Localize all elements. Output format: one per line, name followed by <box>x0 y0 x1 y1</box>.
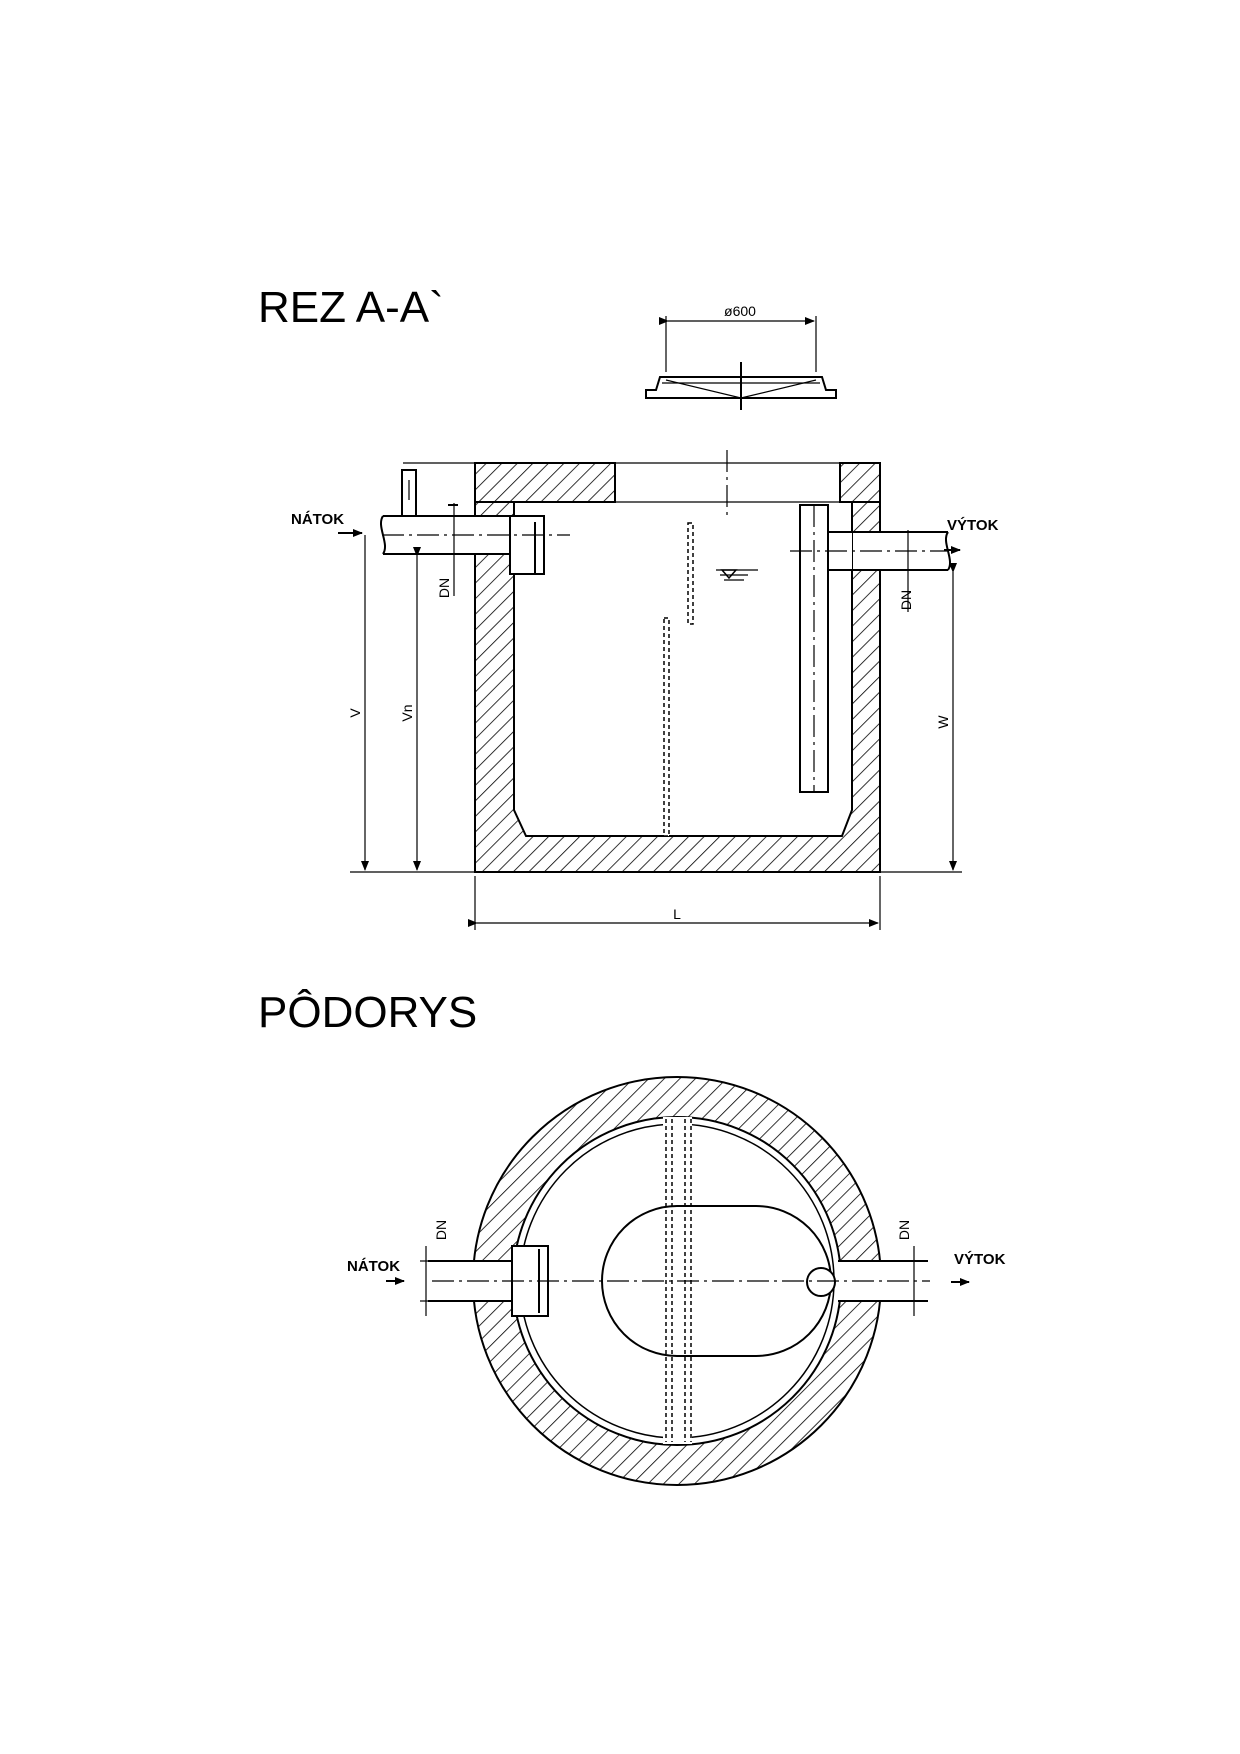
plan-outlet-label: VÝTOK <box>954 1250 1006 1268</box>
dimension-v: V <box>347 535 475 873</box>
outlet-pipe <box>799 504 951 793</box>
baffles <box>663 522 694 837</box>
top-slab-right <box>839 462 881 503</box>
plan-title: PÔDORYS <box>258 987 477 1037</box>
plan-dimension-inlet-dn: DN <box>420 1220 449 1316</box>
dim-l-label: L <box>673 906 681 922</box>
dimension-l: L <box>468 876 881 930</box>
plan-inlet-dn-label: DN <box>433 1220 449 1240</box>
top-slab-left <box>474 462 616 503</box>
section-inlet-label: NÁTOK <box>291 511 344 528</box>
dimension-w: W <box>880 563 962 873</box>
dim-vn-label: Vn <box>399 704 415 721</box>
plan-manhole-opening <box>601 1205 832 1357</box>
dim-w-label: W <box>935 715 951 729</box>
dim-outlet-dn-label: DN <box>898 590 914 610</box>
cover-diameter-dimension: ø600 <box>659 303 817 372</box>
dim-inlet-dn-label: DN <box>436 578 452 598</box>
manhole-cover <box>645 362 837 410</box>
dimension-vn: Vn <box>399 547 421 871</box>
section-outlet-label: VÝTOK <box>947 516 999 534</box>
dim-v-label: V <box>347 708 363 718</box>
plan-inlet-label: NÁTOK <box>347 1258 400 1275</box>
section-title: REZ A-A` <box>258 283 444 332</box>
dimension-inlet-dn: DN <box>436 503 455 598</box>
dimension-outlet-dn: DN <box>898 530 914 612</box>
plan-outlet-dn-label: DN <box>896 1220 912 1240</box>
cover-diameter-label: ø600 <box>724 303 756 319</box>
plan-dimension-outlet-dn: DN <box>896 1220 920 1316</box>
tank-walls <box>474 462 881 873</box>
inlet-tee <box>509 515 545 575</box>
water-level-symbol <box>716 569 758 581</box>
plan-outlet-riser <box>806 1267 836 1297</box>
tank-body-wall <box>474 501 881 873</box>
